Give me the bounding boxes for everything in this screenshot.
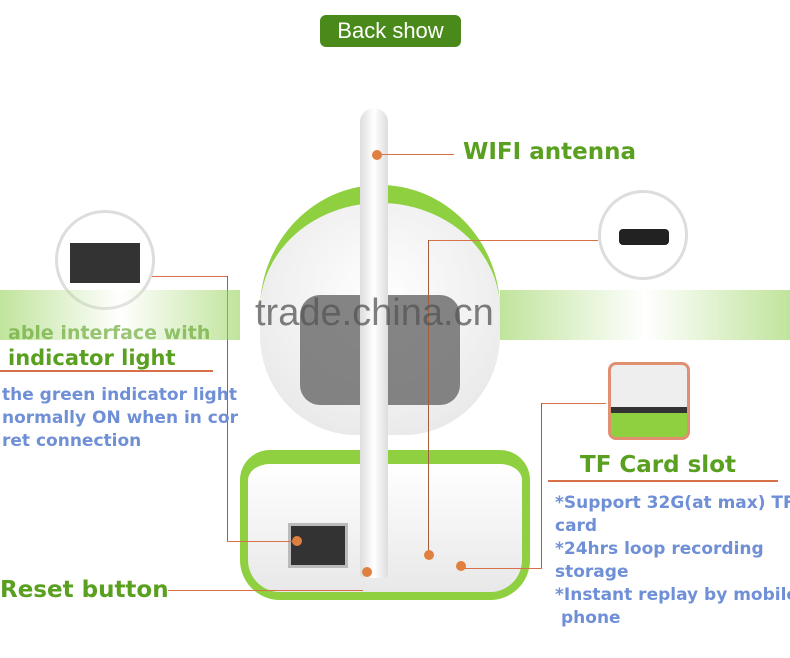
usb-port-closeup	[598, 190, 688, 280]
cable-interface-label-line2: indicator light	[8, 346, 176, 370]
tf-slot-closeup	[608, 362, 690, 440]
tf-card-label: TF Card slot	[580, 452, 736, 478]
ethernet-marker	[292, 536, 302, 546]
watermark: trade.china.cn	[255, 292, 494, 334]
reset-marker	[362, 567, 372, 577]
wifi-marker	[372, 150, 382, 160]
reset-button-label: Reset button	[0, 577, 169, 603]
antenna-image	[360, 108, 388, 578]
usb-marker	[424, 550, 434, 560]
wifi-antenna-label: WIFI antenna	[463, 139, 636, 165]
back-show-banner: Back show	[320, 15, 461, 47]
cable-interface-label-line1: able interface with	[8, 322, 211, 344]
tf-marker	[456, 561, 466, 571]
